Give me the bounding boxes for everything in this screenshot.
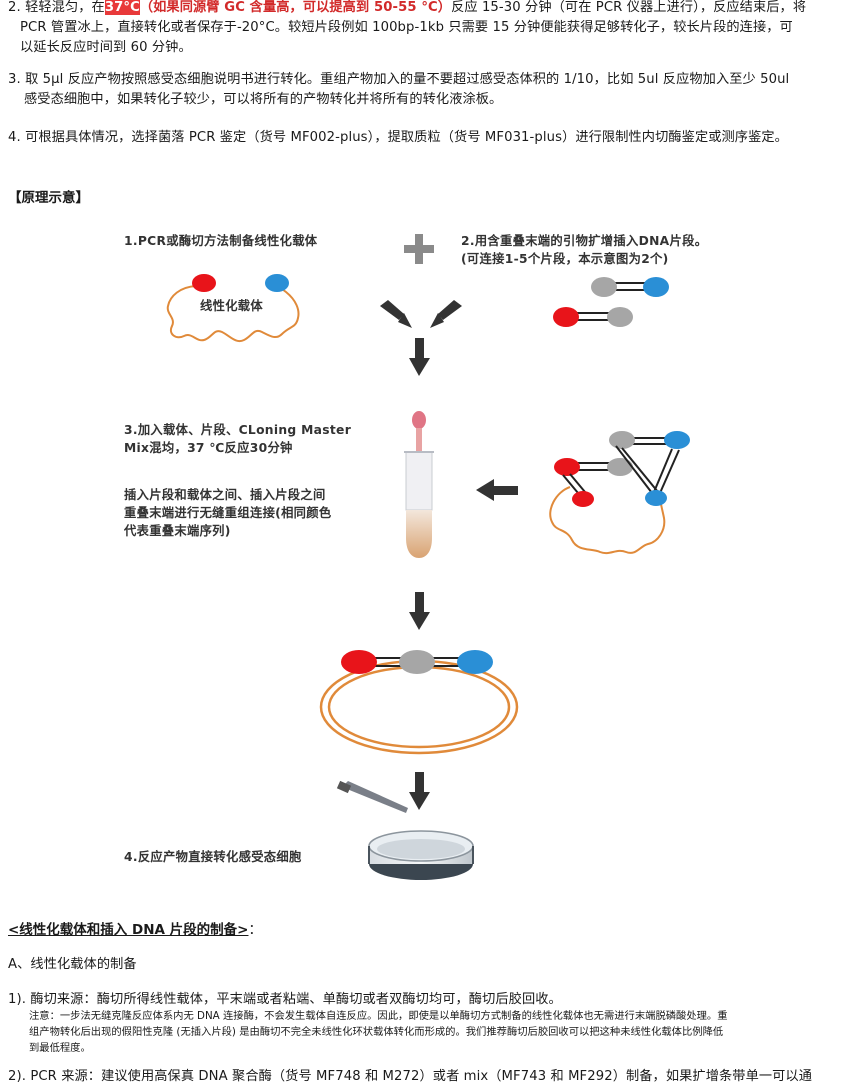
principle-diagram [166, 234, 690, 880]
vector-label: 线性化载体 [200, 299, 263, 313]
petri-dish-icon [368, 830, 474, 880]
diagram-step2-label: 2.用含重叠末端的引物扩增插入DNA片段。 (可连接1-5个片段，本示意图为2个… [461, 234, 708, 266]
linear-vector-arc [166, 285, 300, 342]
item1-line: 1). 酶切来源：酶切所得线性载体，平末端或者粘端、单酶切或者双酶切均可，酶切后… [8, 992, 562, 1007]
step2-text-pre: 轻轻混匀，在 [25, 0, 105, 15]
step4-line1: 可根据具体情况，选择菌落 PCR 鉴定（货号 MF002-plus），提取质粒（… [25, 130, 788, 145]
section-a-heading: A、线性化载体的制备 [8, 957, 137, 972]
reaction-tube [404, 411, 434, 558]
step3-number: 3. [8, 72, 21, 87]
step3-line2: 感受态细胞中，如果转化子较少，可以将所有的产物转化并将所有的转化液涂板。 [24, 92, 503, 107]
step4-number: 4. [8, 130, 21, 145]
converge-arrows-icon [380, 300, 462, 376]
vector-blue-end [265, 274, 289, 292]
step3-paragraph: 3. 取 5μl 反应产物按照感受态细胞说明书进行转化。重组产物加入的量不要超过… [8, 70, 844, 110]
diagram-step3-label: 3.加入载体、片段、CLoning Master Mix混均，37 ℃反应30分… [124, 423, 352, 455]
step2-text-post: 反应 15-30 分钟（可在 PCR 仪器上进行），反应结束后，将 [451, 0, 807, 15]
insert-fragment-2 [553, 307, 633, 327]
pairing-illustration [549, 431, 690, 555]
diagram-description: 插入片段和载体之间、插入片段之间 重叠末端进行无缝重组连接(相同颜色 代表重叠末… [124, 488, 332, 538]
vector-red-end [192, 274, 216, 292]
step2-paragraph: 2. 轻轻混匀，在37°C（如果同源臂 GC 含量高，可以提高到 50-55 °… [8, 0, 844, 58]
diagram-step1-label: 1.PCR或酶切方法制备线性化载体 [124, 234, 318, 248]
step2-gc-note: （如果同源臂 GC 含量高，可以提高到 50-55 °C） [139, 0, 452, 15]
principle-heading: 【原理示意】 [8, 190, 89, 206]
step4-paragraph: 4. 可根据具体情况，选择菌落 PCR 鉴定（货号 MF002-plus），提取… [8, 128, 844, 148]
arrow-left-icon [476, 479, 518, 501]
step2-line2: PCR 管置冰上，直接转化或者保存于-20°C。较短片段例如 100bp-1kb… [20, 20, 793, 35]
item2-line: 2). PCR 来源：建议使用高保真 DNA 聚合酶（货号 MF748 和 M2… [8, 1069, 813, 1084]
step3-line1: 取 5μl 反应产物按照感受态细胞说明书进行转化。重组产物加入的量不要超过感受态… [25, 72, 790, 87]
recombinant-plasmid [319, 650, 519, 755]
arrow-down-icon-2 [409, 772, 430, 810]
item1-note: 注意：一步法无缝克隆反应体系内无 DNA 连接酶，不会发生载体自连反应。因此，即… [29, 1010, 728, 1054]
diagram-step4-label: 4.反应产物直接转化感受态细胞 [124, 850, 302, 864]
step2-number: 2. [8, 0, 21, 15]
plus-icon [404, 234, 434, 264]
pipette-icon [336, 780, 408, 813]
arrow-down-icon [409, 592, 430, 630]
preparation-heading: <线性化载体和插入 DNA 片段的制备>： [8, 922, 262, 938]
step2-line3: 以延长反应时间到 60 分钟。 [20, 40, 192, 55]
insert-fragment-1 [591, 277, 669, 297]
step2-temperature-highlight: 37°C [104, 0, 140, 15]
